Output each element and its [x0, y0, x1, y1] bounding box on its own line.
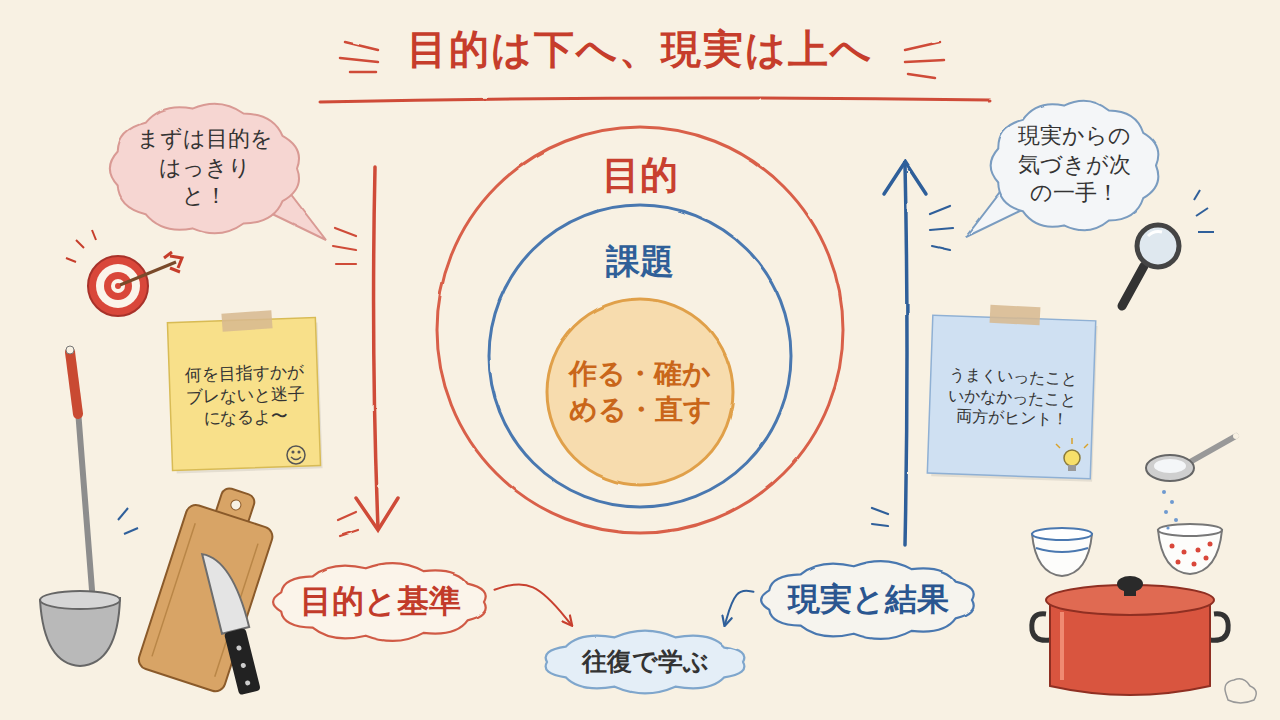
- purpose-circle: 目的課題作る・確かめる・直す: [435, 125, 845, 535]
- circle-outline: [545, 297, 735, 487]
- ladle-icon: [40, 346, 138, 666]
- upward-arrow: [884, 162, 926, 545]
- node-text: 往復で学ぶ: [582, 646, 709, 679]
- measuring-spoon: [1146, 433, 1239, 530]
- node-text: 何を目指すかがブレないと迷子になるよ〜: [182, 360, 308, 431]
- pot-icon: [1032, 576, 1256, 703]
- sticky-note: うまくいったこといかなかったこと両方がヒント！: [927, 315, 1097, 481]
- tape: [221, 305, 1040, 332]
- node-text: 目的: [435, 151, 845, 200]
- practice-circle: 作る・確かめる・直す: [545, 297, 735, 487]
- node-text: うまくいったこといかなかったこと両方がヒント！: [944, 364, 1080, 431]
- node-text: 現実と結果: [788, 579, 949, 621]
- bowl-icon: [1032, 528, 1092, 576]
- speech-bubble: まずは目的をはっきりと！: [107, 101, 304, 236]
- title-underline: [320, 98, 990, 102]
- node-text: 作る・確かめる・直す: [567, 356, 713, 429]
- cutting-board: [136, 478, 283, 694]
- knife-icon: [202, 547, 264, 695]
- node-text: 目的と基準: [300, 581, 461, 623]
- node-text: まずは目的をはっきりと！: [137, 125, 273, 211]
- bowl-icon: [1158, 524, 1222, 574]
- node-text: 現実からの気づきが次の一手！: [1018, 122, 1132, 208]
- target-icon: [66, 230, 182, 316]
- diagram-title: 目的は下へ、現実は上へ: [0, 22, 1280, 77]
- sticky-note: 何を目指すかがブレないと迷子になるよ〜: [167, 317, 322, 472]
- motion-marks: [333, 228, 358, 536]
- task-circle: 課題作る・確かめる・直す: [487, 203, 793, 509]
- curved-connector: [725, 591, 754, 625]
- node-text: 課題: [487, 239, 793, 283]
- smiley-face: [287, 446, 305, 464]
- cloud-label: 往復で学ぶ: [540, 629, 750, 695]
- cloud-label: 現実と結果: [758, 559, 979, 641]
- speech-bubble: 現実からの気づきが次の一手！: [988, 98, 1163, 233]
- curved-connector: [495, 584, 572, 625]
- cloud-label: 目的と基準: [270, 561, 491, 643]
- lightbulb-icon: [1056, 438, 1088, 471]
- downward-arrow: [356, 168, 398, 530]
